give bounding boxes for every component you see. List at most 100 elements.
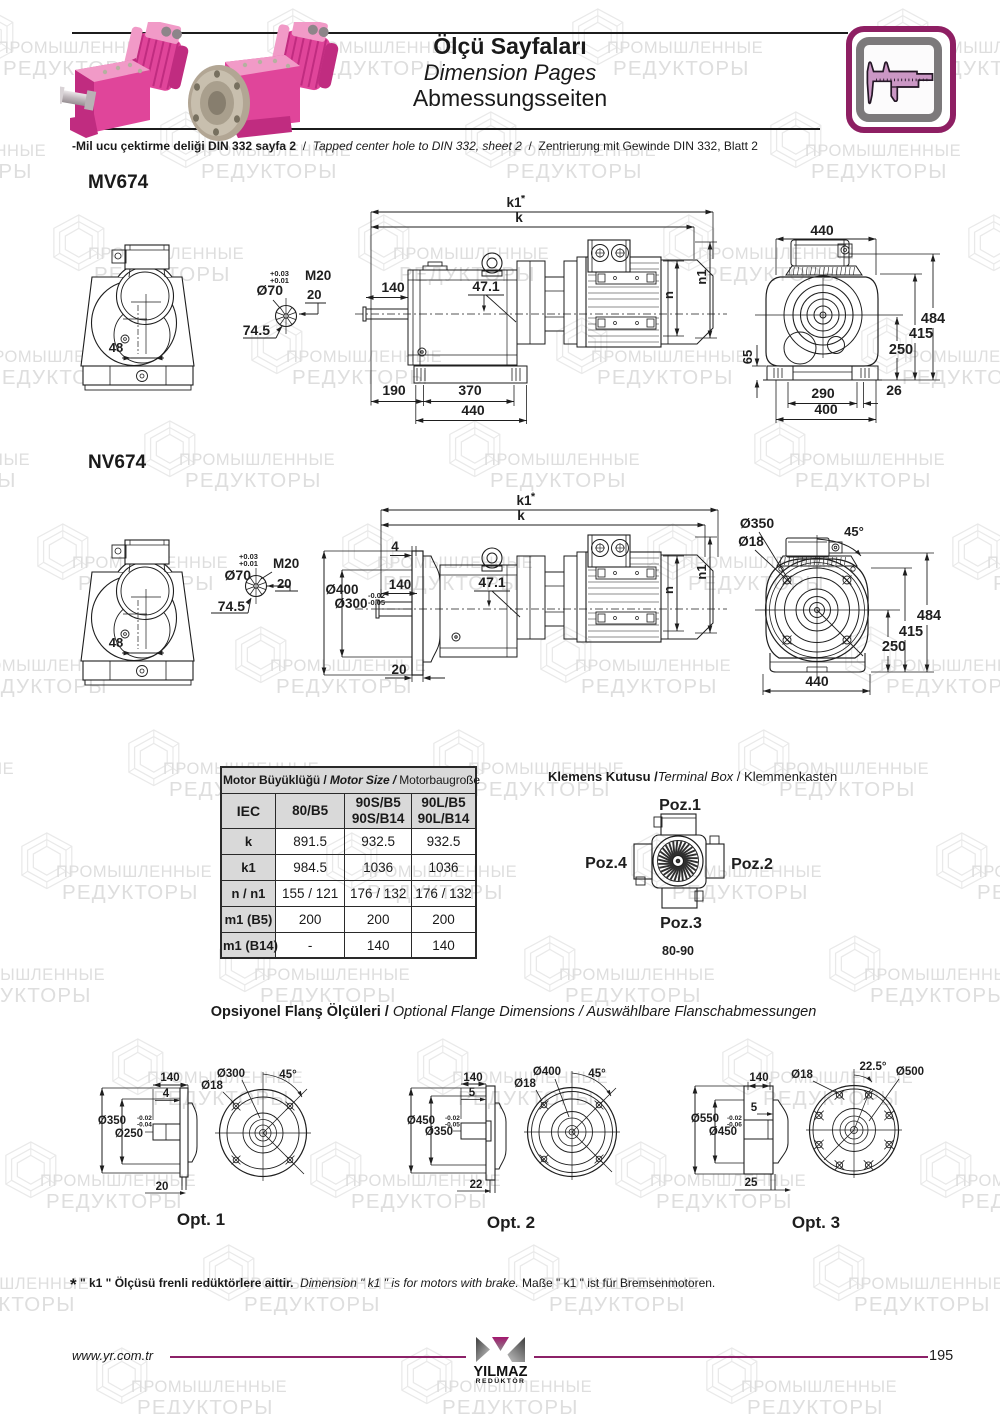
svg-text:ПРОМЫШЛЕННЫЕ: ПРОМЫШЛЕННЫЕ	[682, 554, 838, 572]
svg-text:ПРОМЫШЛЕННЫЕ: ПРОМЫШЛЕННЫЕ	[0, 966, 105, 984]
svg-text:-0.05: -0.05	[445, 1122, 460, 1129]
svg-text:РЕДУКТОРЫ: РЕДУКТОРЫ	[779, 778, 916, 801]
svg-text:47.1: 47.1	[472, 278, 499, 294]
svg-text:415: 415	[909, 326, 933, 342]
svg-text:ПРОМЫШЛЕННЫЕ: ПРОМЫШЛЕННЫЕ	[131, 1378, 287, 1396]
svg-text:ПРОМЫШЛЕННЫЕ: ПРОМЫШЛЕННЫЕ	[955, 1172, 1000, 1190]
svg-text:440: 440	[461, 402, 485, 418]
svg-text:-0.02: -0.02	[137, 1115, 152, 1122]
svg-text:n1: n1	[694, 269, 709, 284]
svg-text:80-90: 80-90	[662, 944, 694, 958]
svg-text:РЕДУКТОРЫ: РЕДУКТОРЫ	[656, 1190, 793, 1213]
svg-text:ПРОМЫШЛЕННЫЕ: ПРОМЫШЛЕННЫЕ	[0, 760, 14, 778]
svg-text:Ø18: Ø18	[791, 1069, 813, 1081]
svg-text:k: k	[517, 508, 525, 523]
svg-text:140: 140	[389, 577, 412, 592]
svg-text:74.5: 74.5	[243, 322, 270, 338]
svg-text:ПРОМЫШЛЕННЫЕ: ПРОМЫШЛЕННЫЕ	[650, 1172, 806, 1190]
svg-text:РЕДУКТОРЫ: РЕДУКТОРЫ	[244, 1293, 381, 1316]
svg-text:Opt. 3: Opt. 3	[792, 1213, 840, 1232]
svg-text:Ø18: Ø18	[738, 534, 764, 549]
svg-text:M20: M20	[305, 268, 331, 283]
svg-text:ПРОМЫШЛЕННЫЕ: ПРОМЫШЛЕННЫЕ	[179, 451, 335, 469]
svg-text:ПРОМЫШЛЕННЫЕ: ПРОМЫШЛЕННЫЕ	[238, 1275, 394, 1293]
svg-text:140: 140	[463, 1072, 482, 1084]
svg-text:Ø300: Ø300	[217, 1068, 245, 1080]
svg-text:ПРОМЫШЛЕННЫЕ: ПРОМЫШЛЕННЫЕ	[0, 39, 153, 57]
svg-text:Opt. 2: Opt. 2	[487, 1213, 535, 1232]
svg-text:ПРОМЫШЛЕННЫЕ: ПРОМЫШЛЕННЫЕ	[880, 657, 1000, 675]
svg-text:Ø70: Ø70	[257, 282, 284, 298]
svg-text:-0.02: -0.02	[727, 1115, 742, 1122]
svg-text:YILMAZ: YILMAZ	[474, 1364, 528, 1380]
svg-text:РЕДУКТОРЫ: РЕДУКТОРЫ	[153, 1087, 290, 1110]
svg-text:-0.05: -0.05	[368, 598, 385, 607]
svg-text:ПРОМЫШЛЕННЫЕ: ПРОМЫШЛЕННЫЕ	[987, 554, 1000, 572]
svg-text:РЕДУКТОРЫ: РЕДУКТОРЫ	[993, 572, 1000, 595]
svg-text:140: 140	[749, 1072, 768, 1084]
svg-text:20: 20	[156, 1181, 169, 1193]
svg-text:+0.01: +0.01	[239, 559, 258, 568]
svg-text:ПРОМЫШЛЕННЫЕ: ПРОМЫШЛЕННЫЕ	[468, 760, 624, 778]
svg-text:РЕДУКТОРЫ: РЕДУКТОРЫ	[961, 1190, 1000, 1213]
svg-text:140: 140	[381, 279, 405, 295]
svg-text:45°: 45°	[844, 524, 864, 539]
svg-text:РЕДУКТОРЫ: РЕДУКТОРЫ	[490, 469, 627, 492]
svg-text:5: 5	[751, 1102, 758, 1114]
svg-text:Ø350: Ø350	[98, 1115, 126, 1127]
svg-text:РЕДУКТОРЫ: РЕДУКТОРЫ	[260, 984, 397, 1007]
svg-text:Ø450: Ø450	[709, 1126, 737, 1138]
svg-text:5: 5	[469, 1087, 476, 1099]
svg-text:РЕДУКТОРЫ: РЕДУКТОРЫ	[0, 160, 33, 183]
svg-text:ПРОМЫШЛЕННЫЕ: ПРОМЫШЛЕННЫЕ	[270, 657, 426, 675]
svg-text:РЕДУКТОРЫ: РЕДУКТОРЫ	[458, 1087, 595, 1110]
svg-text:РЕДУКТОРЫ: РЕДУКТОРЫ	[0, 675, 108, 698]
svg-text:ПРОМЫШЛЕННЫЕ: ПРОМЫШЛЕННЫЕ	[848, 1275, 1000, 1293]
svg-text:ПРОМЫШЛЕННЫЕ: ПРОМЫШЛЕННЫЕ	[452, 1069, 608, 1087]
svg-text:Poz.2: Poz.2	[731, 856, 773, 873]
svg-text:n1: n1	[694, 564, 709, 579]
svg-text:ПРОМЫШЛЕННЫЕ: ПРОМЫШЛЕННЫЕ	[436, 1378, 592, 1396]
svg-text:Ø350: Ø350	[740, 515, 774, 531]
svg-text:РЕДУКТОРЫ: РЕДУКТОРЫ	[0, 469, 17, 492]
svg-text:48: 48	[109, 340, 123, 355]
svg-text:РЕДУКТОРЫ: РЕДУКТОРЫ	[442, 1396, 579, 1414]
svg-text:РЕДУКТОРЫ: РЕДУКТОРЫ	[795, 469, 932, 492]
svg-text:ПРОМЫШЛЕННЫЕ: ПРОМЫШЛЕННЫЕ	[286, 348, 442, 366]
svg-text:484: 484	[921, 311, 945, 327]
svg-text:-0.06: -0.06	[727, 1122, 742, 1129]
svg-text:РЕДУКТОРЫ: РЕДУКТОРЫ	[308, 57, 445, 80]
svg-text:+0.03: +0.03	[270, 269, 289, 278]
svg-text:ПРОМЫШЛЕННЫЕ: ПРОМЫШЛЕННЫЕ	[757, 1069, 913, 1087]
svg-text:РЕДУКТОРЫ: РЕДУКТОРЫ	[185, 469, 322, 492]
svg-text:РЕДУКТОРЫ: РЕДУКТОРЫ	[0, 778, 1, 801]
svg-text:ПРОМЫШЛЕННЫЕ: ПРОМЫШЛЕННЫЕ	[500, 142, 656, 160]
svg-text:РЕДУКТОРЫ: РЕДУКТОРЫ	[351, 1190, 488, 1213]
svg-text:k1: k1	[506, 195, 522, 210]
svg-text:ПРОМЫШЛЕННЫЕ: ПРОМЫШЛЕННЫЕ	[971, 863, 1000, 881]
svg-text:РЕДУКТОРЫ: РЕДУКТОРЫ	[854, 1293, 991, 1316]
svg-text:25: 25	[745, 1177, 758, 1189]
svg-text:ПРОМЫШЛЕННЫЕ: ПРОМЫШЛЕННЫЕ	[864, 966, 1000, 984]
svg-text:REDÜKTÖR: REDÜKTÖR	[476, 1376, 526, 1385]
svg-text:47.1: 47.1	[478, 574, 505, 590]
svg-text:-0.02: -0.02	[368, 591, 385, 600]
svg-text:Ø450: Ø450	[407, 1115, 435, 1127]
svg-text:Ø300: Ø300	[334, 596, 367, 611]
svg-text:Poz.4: Poz.4	[585, 855, 627, 872]
svg-text:n: n	[661, 586, 676, 594]
svg-text:ПРОМЫШЛЕННЫЕ: ПРОМЫШЛЕННЫЕ	[591, 348, 747, 366]
svg-text:290: 290	[811, 385, 835, 401]
svg-text:22: 22	[470, 1179, 483, 1191]
svg-text:РЕДУКТОРЫ: РЕДУКТОРЫ	[565, 984, 702, 1007]
svg-text:74.5: 74.5	[218, 598, 245, 614]
svg-text:ПРОМЫШЛЕННЫЕ: ПРОМЫШЛЕННЫЕ	[773, 760, 929, 778]
svg-text:Opt. 1: Opt. 1	[177, 1210, 225, 1229]
svg-text:РЕДУКТОРЫ: РЕДУКТОРЫ	[549, 1293, 686, 1316]
svg-text:65: 65	[740, 350, 755, 364]
svg-text:Poz.1: Poz.1	[659, 797, 701, 814]
svg-text:k1: k1	[516, 493, 532, 508]
svg-text:45°: 45°	[279, 1069, 297, 1081]
svg-text:РЕДУКТОРЫ: РЕДУКТОРЫ	[613, 57, 750, 80]
svg-text:-0.02: -0.02	[445, 1115, 460, 1122]
